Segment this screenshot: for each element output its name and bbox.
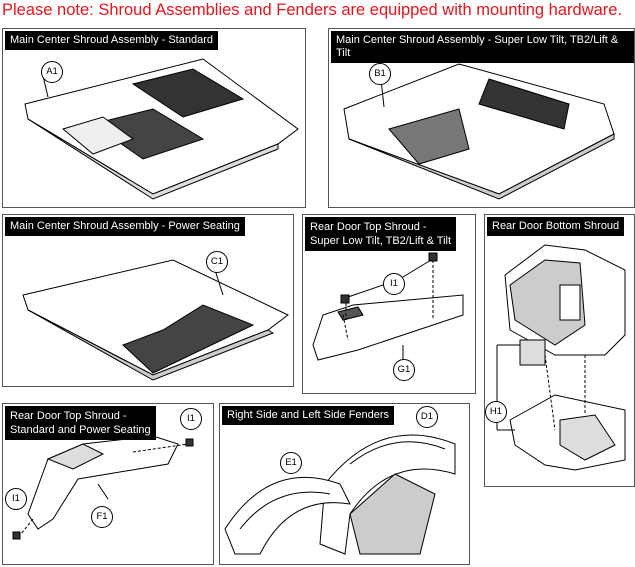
panel-title: Rear Door Top Shroud - Standard and Power… bbox=[5, 406, 156, 440]
title-line-1: Rear Door Top Shroud - bbox=[310, 221, 427, 233]
fenders-drawing bbox=[224, 434, 456, 555]
callout-b1: B1 bbox=[369, 63, 391, 85]
title-line-1: Rear Door Top Shroud - bbox=[10, 410, 127, 422]
callout-a1: A1 bbox=[41, 61, 63, 83]
callout-f1: F1 bbox=[91, 506, 113, 528]
title-line-2: Standard and Power Seating bbox=[10, 424, 151, 436]
panel-title: Rear Door Top Shroud - Super Low Tilt, TB… bbox=[305, 217, 457, 251]
panel-title: Main Center Shroud Assembly - Power Seat… bbox=[5, 217, 245, 236]
callout-i1: I1 bbox=[383, 273, 405, 295]
mounting-hardware-note: Please note: Shroud Assemblies and Fende… bbox=[2, 1, 623, 19]
callout-e1: E1 bbox=[280, 452, 302, 474]
rear-door-top-sl-drawing bbox=[312, 252, 464, 361]
panel-rear-door-top-super-low: Rear Door Top Shroud - Super Low Tilt, TB… bbox=[302, 214, 476, 394]
title-line-2: Super Low Tilt, TB2/Lift & Tilt bbox=[310, 235, 452, 247]
panel-super-low-shroud: Main Center Shroud Assembly - Super Low … bbox=[328, 28, 635, 208]
callout-c1: C1 bbox=[206, 251, 228, 273]
power-shroud-drawing bbox=[22, 259, 289, 381]
callout-h1: H1 bbox=[485, 401, 507, 423]
callout-i1-bottom: I1 bbox=[5, 488, 27, 510]
panel-title: Main Center Shroud Assembly - Standard bbox=[5, 31, 218, 50]
panel-title: Rear Door Bottom Shroud bbox=[487, 217, 625, 236]
standard-shroud-drawing bbox=[24, 58, 299, 200]
rear-door-top-std-drawing bbox=[12, 435, 194, 540]
panel-rear-door-bottom: Rear Door Bottom Shroud H1 bbox=[484, 214, 635, 487]
callout-d1: D1 bbox=[416, 406, 438, 428]
super-low-shroud-drawing bbox=[343, 63, 615, 200]
callout-i1-top: I1 bbox=[180, 408, 202, 430]
rear-door-bottom-drawing bbox=[496, 244, 626, 471]
panel-title: Right Side and Left Side Fenders bbox=[222, 406, 395, 425]
panel-title: Main Center Shroud Assembly - Super Low … bbox=[331, 31, 634, 63]
panel-power-shroud: Main Center Shroud Assembly - Power Seat… bbox=[2, 214, 294, 387]
panel-standard-shroud: Main Center Shroud Assembly - Standard A… bbox=[2, 28, 306, 208]
panel-rear-door-top-standard: Rear Door Top Shroud - Standard and Power… bbox=[2, 403, 214, 565]
panel-fenders: Right Side and Left Side Fenders E1 D1 bbox=[219, 403, 470, 565]
callout-g1: G1 bbox=[393, 359, 415, 381]
